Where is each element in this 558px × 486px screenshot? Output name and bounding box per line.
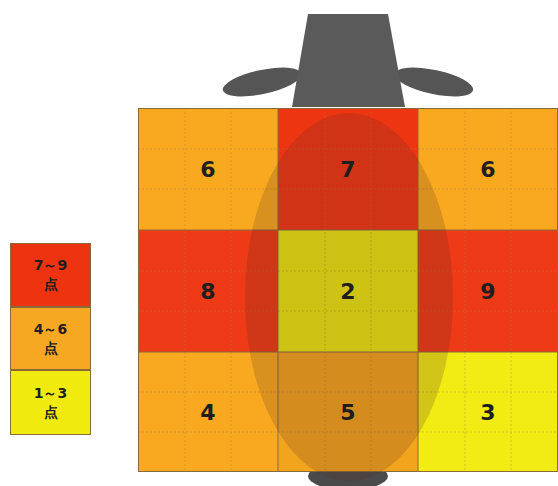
zone-cell: 9	[418, 230, 558, 352]
legend-swatch: 7～9 点	[10, 243, 91, 307]
zone-cell: 7	[278, 108, 418, 230]
score-number: 2	[340, 279, 355, 304]
score-number: 9	[480, 279, 495, 304]
score-number: 6	[200, 157, 215, 182]
cap-brim	[220, 62, 303, 102]
zone-cell: 8	[138, 230, 278, 352]
score-number: 8	[200, 279, 215, 304]
zone-cell: 2	[278, 230, 418, 352]
zone-cell: 6	[418, 108, 558, 230]
body-oval	[245, 113, 453, 481]
zone-cell: 4	[138, 352, 278, 472]
legend-swatch: 1～3 点	[10, 370, 91, 435]
cap-brim	[392, 62, 475, 102]
score-number: 5	[340, 400, 355, 425]
score-number: 4	[200, 400, 215, 425]
zone-cell: 5	[278, 352, 418, 472]
zone-cell: 6	[138, 108, 278, 230]
legend-text: 1～3 点	[30, 384, 72, 422]
zone-cell: 3	[418, 352, 558, 472]
score-number: 3	[480, 400, 495, 425]
score-number: 7	[340, 157, 355, 182]
cell-fills	[138, 108, 558, 472]
cell-borders	[138, 108, 558, 472]
legend-swatch: 4～6 点	[10, 307, 91, 370]
cap-crown	[292, 14, 405, 107]
sub-grid	[138, 108, 558, 472]
legend-text: 4～6 点	[30, 320, 72, 358]
score-number: 6	[480, 157, 495, 182]
legend-text: 7～9 点	[30, 256, 72, 294]
